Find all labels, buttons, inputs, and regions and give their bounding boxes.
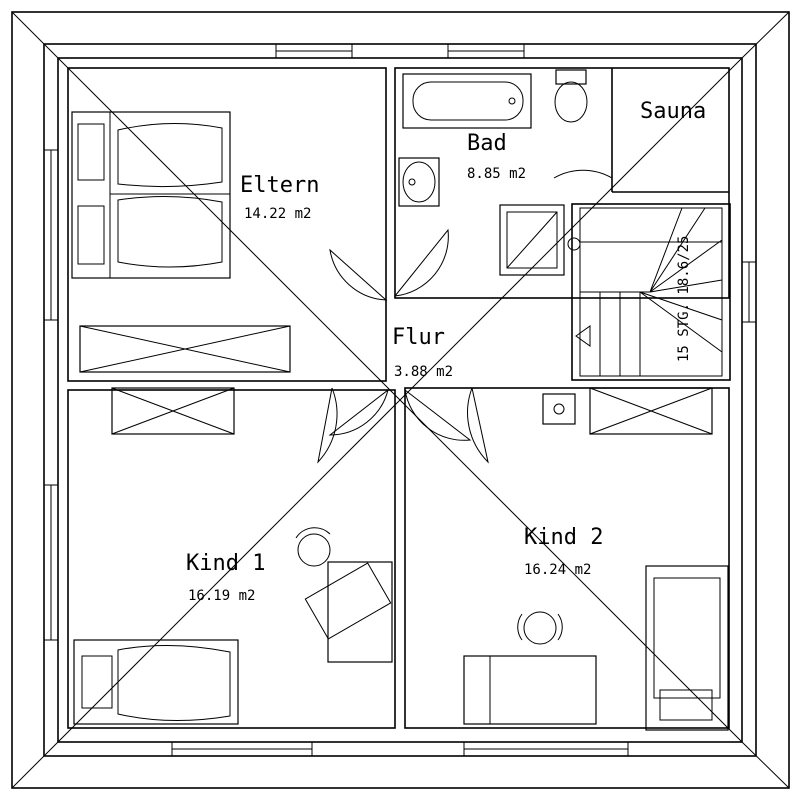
room-name-kind2: Kind 2 — [524, 525, 603, 550]
interior-walls — [67, 67, 731, 729]
appliance-kind2 — [542, 393, 576, 425]
washbasin — [398, 157, 440, 207]
room-name-kind1: Kind 1 — [186, 551, 265, 576]
shower — [499, 204, 565, 276]
wardrobe-kind2 — [589, 387, 713, 435]
room-area-flur: 3.88 m2 — [394, 364, 453, 380]
doors — [317, 120, 613, 464]
chair-kind1 — [295, 527, 331, 567]
outer-walls — [11, 11, 790, 789]
room-name-eltern: Eltern — [240, 173, 319, 198]
room-area-kind2: 16.24 m2 — [524, 562, 591, 578]
room-name-bad: Bad — [467, 131, 507, 156]
wardrobe-eltern — [79, 325, 291, 373]
roof-diagonals — [57, 57, 743, 743]
bed-kind1 — [73, 639, 239, 725]
toilet — [554, 69, 588, 123]
wardrobe-kind1 — [111, 387, 235, 435]
chair-kind2 — [517, 611, 563, 645]
room-area-kind1: 16.19 m2 — [188, 588, 255, 604]
room-name-flur: Flur — [392, 325, 445, 350]
room-name-sauna: Sauna — [640, 99, 706, 124]
double-bed-eltern — [71, 111, 231, 279]
room-area-bad: 8.85 m2 — [467, 166, 526, 182]
room-area-eltern: 14.22 m2 — [244, 206, 311, 222]
staircase — [567, 207, 723, 377]
stair-label: 15 STG. 18.6/25 — [676, 236, 692, 362]
windows — [43, 43, 757, 757]
bed-kind2 — [645, 565, 729, 731]
desk-kind1 — [304, 561, 393, 663]
bathtub — [402, 73, 532, 129]
desk-kind2 — [463, 655, 597, 725]
